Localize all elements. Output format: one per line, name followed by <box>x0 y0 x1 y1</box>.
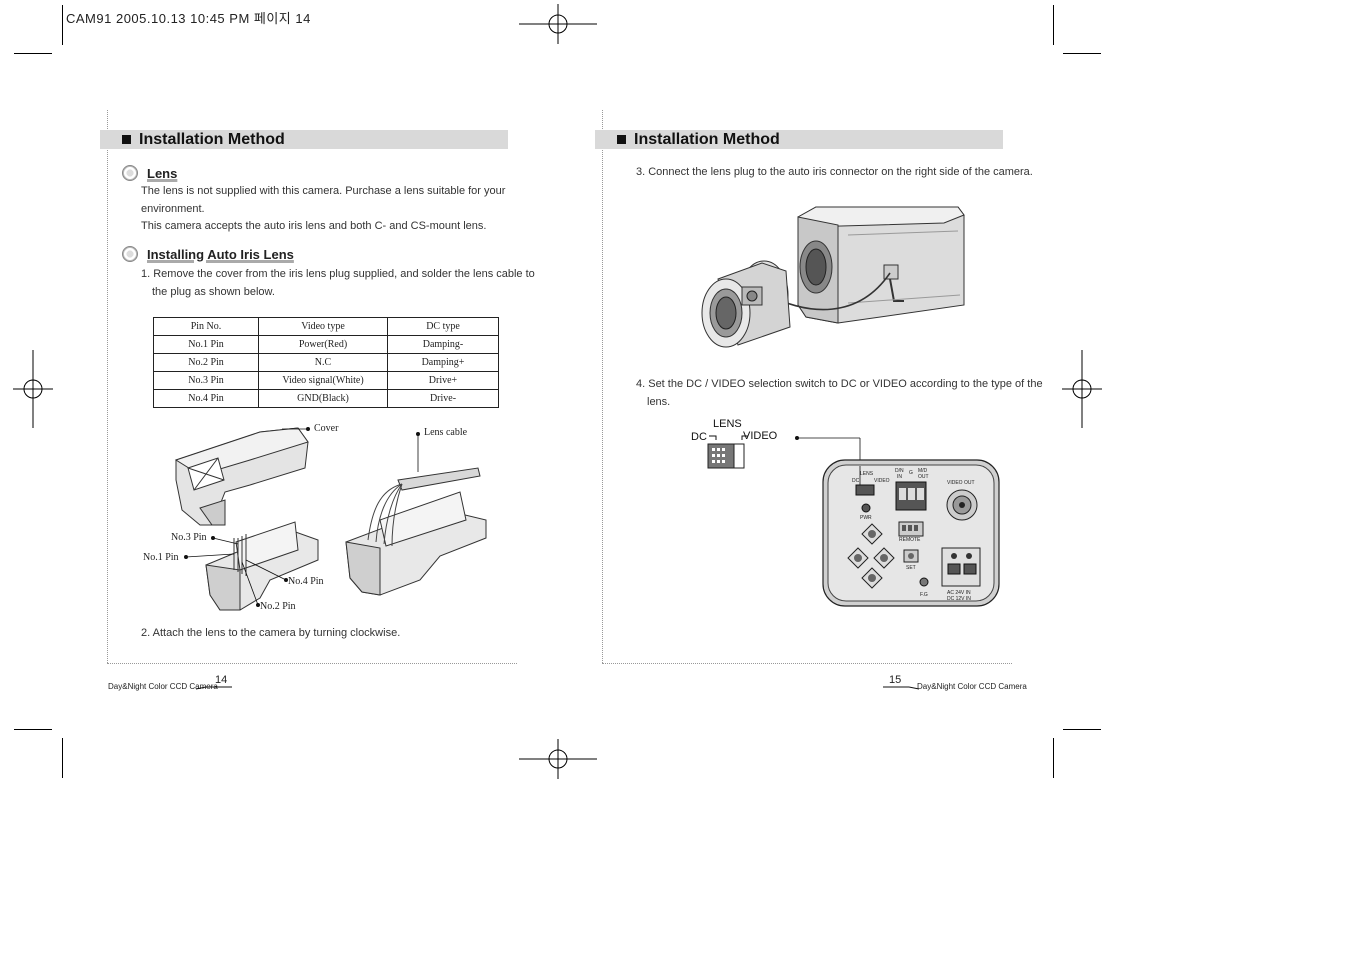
page-border <box>602 663 1012 664</box>
plug-cover-drawing <box>174 427 309 526</box>
registration-mark-icon <box>1062 350 1102 428</box>
cover-label: Cover <box>314 423 339 434</box>
table-cell: Power(Red) <box>258 335 388 354</box>
registration-mark-icon <box>519 739 597 779</box>
table-row: No.3 Pin Video signal(White) Drive+ <box>153 371 499 390</box>
crop-mark <box>1053 5 1054 45</box>
no3-pin-label: No.3 Pin <box>171 532 207 543</box>
no2-pin-label: No.2 Pin <box>260 601 296 612</box>
section-title: Installation Method <box>122 130 285 149</box>
panel-remote-label: REMOTE <box>899 537 921 543</box>
registration-mark-icon <box>519 4 597 44</box>
switch-video-label: VIDEO <box>743 430 778 442</box>
plug-with-cable-drawing <box>345 467 487 596</box>
panel-out-label: OUT <box>918 474 929 480</box>
table-row: No.4 Pin GND(Black) Drive- <box>153 389 499 408</box>
table-cell: No.3 Pin <box>153 371 259 390</box>
lens-cable-label: Lens cable <box>424 427 468 438</box>
page-number: 14 <box>215 674 228 686</box>
table-cell: No.1 Pin <box>153 335 259 354</box>
camera-illustration <box>701 206 965 348</box>
section-title-text: Installation Method <box>139 130 285 148</box>
crop-mark <box>1063 729 1101 730</box>
table-cell: No.2 Pin <box>153 353 259 372</box>
section-title-text: Installation Method <box>634 130 780 148</box>
step2-text: 2. Attach the lens to the camera by turn… <box>141 627 401 639</box>
panel-lens-label: LENS <box>860 471 874 477</box>
panel-ac24-label: AC 24V IN <box>947 590 971 596</box>
lens-text: The lens is not supplied with this camer… <box>141 185 506 232</box>
panel-video-out-label: VIDEO OUT <box>947 480 975 486</box>
left-footer: Day&Night Color CCD Camera <box>108 682 218 691</box>
panel-pwr-label: PWR <box>860 515 872 521</box>
rear-panel-drawing <box>822 459 1000 607</box>
panel-dn-label: D/N <box>895 468 904 474</box>
auto-iris-heading: Installing Auto Iris Lens <box>122 246 294 262</box>
table-cell: Damping- <box>387 335 499 354</box>
table-cell: N.C <box>258 353 388 372</box>
pin-table: Pin No. Video type DC type No.1 Pin Powe… <box>153 317 499 408</box>
step4-text: 4. Set the DC / VIDEO selection switch t… <box>636 378 1043 408</box>
table-header-row: Pin No. Video type DC type <box>153 317 499 336</box>
panel-dc-label: DC <box>852 478 860 484</box>
switch-callout-drawing <box>707 435 861 472</box>
crop-mark <box>1053 738 1054 778</box>
page-border <box>602 110 603 663</box>
no4-pin-label: No.4 Pin <box>288 576 324 587</box>
plug-body-drawing <box>205 521 319 611</box>
table-cell: No.4 Pin <box>153 389 259 408</box>
switch-dc-label: DC <box>691 431 707 443</box>
panel-in-label: IN <box>897 474 902 480</box>
panel-dc12-label: DC 12V IN <box>947 596 971 602</box>
panel-fg-label: F.G <box>920 592 928 598</box>
page-border <box>107 110 108 663</box>
crop-mark <box>1063 53 1101 54</box>
panel-set-label: SET <box>906 565 916 571</box>
section-bar <box>100 130 508 149</box>
table-cell: Damping+ <box>387 353 499 372</box>
no1-pin-label: No.1 Pin <box>143 552 179 563</box>
print-header: CAM91 2005.10.13 10:45 PM 페이지 14 <box>66 11 311 26</box>
table-cell: Drive- <box>387 389 499 408</box>
circle-bullet-icon <box>122 246 138 262</box>
table-cell: Video signal(White) <box>258 371 388 390</box>
footer-rule <box>196 686 232 690</box>
section-title: Installation Method <box>617 130 780 149</box>
step1-text: 1. Remove the cover from the iris lens p… <box>141 268 535 298</box>
table-header: Video type <box>258 317 388 336</box>
section-bar <box>595 130 1003 149</box>
crop-mark <box>62 738 63 778</box>
page-border <box>107 663 517 664</box>
crop-mark <box>14 729 52 730</box>
right-footer: Day&Night Color CCD Camera <box>917 682 1027 691</box>
square-bullet-icon <box>617 135 626 144</box>
panel-g-label: G <box>909 470 913 476</box>
iris-plug-illustration <box>174 427 487 611</box>
table-row: No.2 Pin N.C Damping+ <box>153 353 499 372</box>
crop-mark <box>14 53 52 54</box>
footer-rule <box>883 686 919 690</box>
table-row: No.1 Pin Power(Red) Damping- <box>153 335 499 354</box>
crop-mark <box>62 5 63 45</box>
table-cell: GND(Black) <box>258 389 388 408</box>
panel-video-label: VIDEO <box>874 478 890 484</box>
lens-heading: Lens <box>122 165 177 181</box>
table-cell: Drive+ <box>387 371 499 390</box>
registration-mark-icon <box>13 350 53 428</box>
table-header: DC type <box>387 317 499 336</box>
panel-md-label: M/D <box>918 468 928 474</box>
table-header: Pin No. <box>153 317 259 336</box>
circle-bullet-icon <box>122 165 138 181</box>
page-number: 15 <box>889 674 902 686</box>
switch-lens-label: LENS <box>713 418 742 430</box>
square-bullet-icon <box>122 135 131 144</box>
step3-text: 3. Connect the lens plug to the auto iri… <box>636 166 1033 178</box>
